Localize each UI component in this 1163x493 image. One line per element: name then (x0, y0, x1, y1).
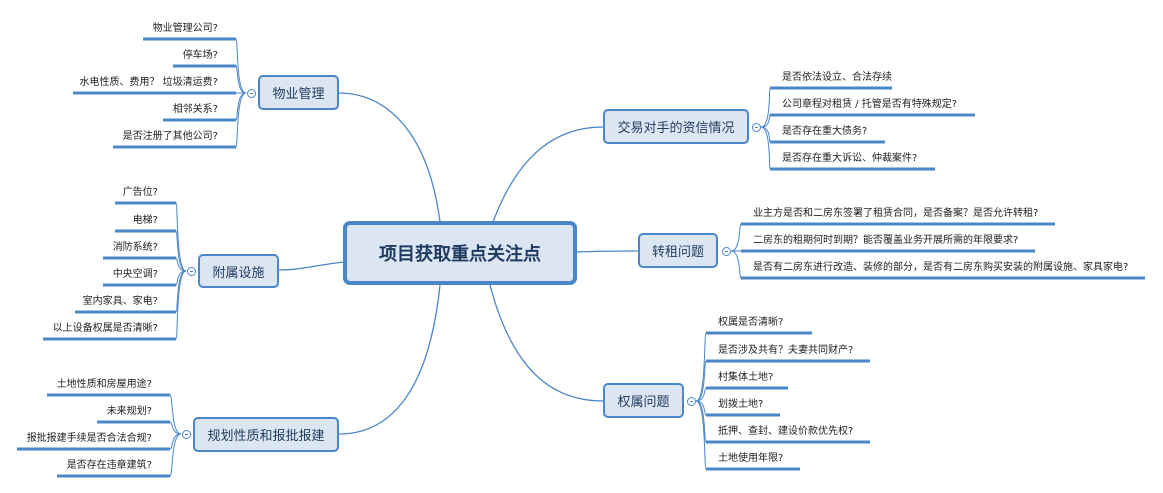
connector-line (695, 332, 707, 402)
connector-line (695, 400, 707, 470)
connector-line (760, 87, 771, 128)
branch-planning[interactable]: 规划性质和报批报建 (193, 417, 339, 452)
leaf-topic[interactable]: 室内家具、家电? (82, 296, 158, 307)
branch-property[interactable]: 物业管理 (258, 75, 339, 110)
connector-line (278, 261, 345, 271)
collapse-toggle-icon[interactable] (186, 266, 196, 276)
connector-line (730, 223, 742, 252)
leaf-topic[interactable]: 二房东的租期何时到期？能否覆盖业务开展所需的年限要求? (753, 235, 1019, 246)
branch-facilities[interactable]: 附属设施 (198, 254, 279, 288)
leaf-topic[interactable]: 权属是否清晰? (718, 317, 784, 328)
connector-line (235, 65, 247, 94)
connector-line (175, 270, 187, 340)
leaf-topic[interactable]: 是否涉及共有？夫妻共同财产? (718, 345, 854, 356)
branch-counterparty[interactable]: 交易对手的资信情况 (603, 109, 749, 144)
connector-line (730, 250, 742, 279)
central-topic[interactable]: 项目获取重点关注点 (343, 221, 577, 285)
connector-line (235, 38, 247, 94)
leaf-topic[interactable]: 中央空调? (112, 269, 158, 280)
connector-line (695, 360, 707, 402)
leaf-topic[interactable]: 是否有二房东进行改造、装修的部分，是否有二房东购买安装的附属设施、家具家电? (753, 262, 1129, 273)
branch-ownership[interactable]: 权属问题 (603, 383, 684, 418)
collapse-toggle-icon[interactable] (181, 429, 191, 439)
connector-line (760, 126, 771, 143)
connector-line (235, 92, 247, 148)
leaf-topic[interactable]: 村集体土地? (718, 372, 774, 383)
connector-line (760, 114, 771, 128)
leaf-topic[interactable]: 消防系统? (112, 242, 158, 253)
connector-line (175, 202, 187, 272)
connector-line (169, 394, 182, 435)
leaf-topic[interactable]: 公司章程对租赁 / 托管是否有特殊规定? (782, 99, 958, 110)
collapse-toggle-icon[interactable] (751, 122, 761, 132)
leaf-topic[interactable]: 土地性质和房屋用途? (56, 379, 152, 390)
connector-line (489, 284, 604, 402)
connector-line (175, 230, 187, 272)
connector-line (169, 421, 182, 435)
leaf-topic[interactable]: 抵押、查封、建设价款优先权? (718, 426, 854, 437)
connector-line (338, 92, 441, 223)
leaf-topic[interactable]: 停车场? (182, 50, 218, 61)
leaf-topic[interactable]: 以上设备权属是否清晰? (52, 323, 158, 334)
connector-line (235, 92, 247, 121)
leaf-topic[interactable]: 电梯? (132, 215, 158, 226)
leaf-topic[interactable]: 是否注册了其他公司? (122, 131, 218, 142)
leaf-topic[interactable]: 水电性质、费用？ 垃圾清运费? (79, 77, 219, 88)
collapse-toggle-icon[interactable] (721, 246, 731, 256)
leaf-topic[interactable]: 广告位? (122, 187, 158, 198)
connector-line (169, 433, 182, 477)
connector-line (760, 126, 771, 170)
connector-line (175, 257, 187, 272)
collapse-toggle-icon[interactable] (246, 88, 256, 98)
leaf-topic[interactable]: 相邻关系? (172, 104, 218, 115)
leaf-topic[interactable]: 物业管理公司? (152, 23, 218, 34)
connector-line (576, 250, 639, 253)
branch-sublease[interactable]: 转租问题 (638, 233, 718, 268)
leaf-topic[interactable]: 未来规划? (106, 406, 152, 417)
connector-line (338, 284, 441, 435)
connector-line (695, 387, 707, 402)
leaf-topic[interactable]: 是否存在违章建筑? (66, 460, 152, 471)
connector-line (492, 126, 604, 223)
leaf-topic[interactable]: 报批报建手续是否合法合规? (26, 433, 152, 444)
leaf-topic[interactable]: 业主方是否和二房东签署了租赁合同，是否备案？是否允许转租? (753, 208, 1039, 219)
leaf-topic[interactable]: 是否依法设立、合法存续 (782, 72, 892, 83)
leaf-topic[interactable]: 划拨土地? (718, 399, 764, 410)
leaf-topic[interactable]: 土地使用年限? (718, 453, 784, 464)
leaf-topic[interactable]: 是否存在重大诉讼、仲裁案件? (782, 153, 918, 164)
leaf-topic[interactable]: 是否存在重大债务? (782, 126, 868, 137)
collapse-toggle-icon[interactable] (686, 396, 696, 406)
